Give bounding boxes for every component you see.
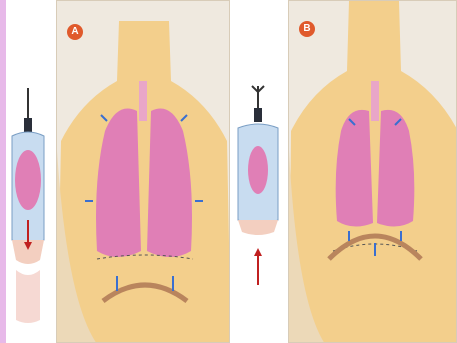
panel-b-exhalation: B	[288, 0, 457, 343]
panel-a-inhalation: A	[56, 0, 230, 343]
bell-jar-model-b	[232, 80, 284, 310]
balloon-lung-a	[15, 150, 41, 210]
bell-jar-model-a	[6, 80, 52, 330]
panel-b-badge: B	[299, 21, 315, 37]
balloon-lung-b	[248, 146, 268, 194]
panel-a-badge: A	[67, 24, 83, 40]
